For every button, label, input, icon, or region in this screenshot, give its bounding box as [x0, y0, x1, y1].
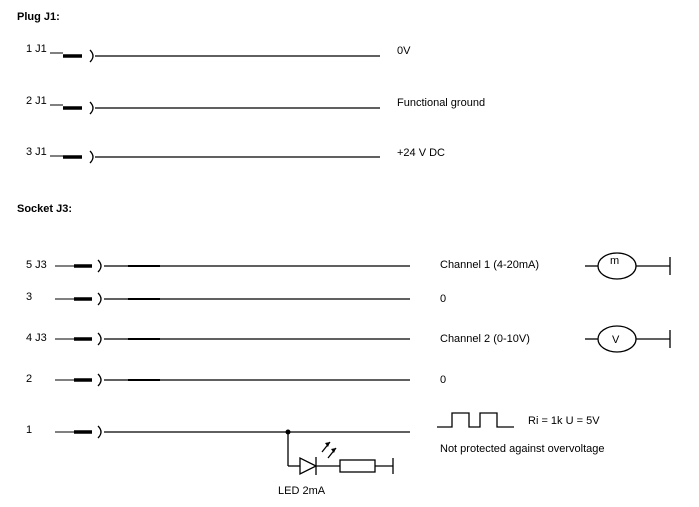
connector-contact: [97, 373, 102, 387]
led-label: LED 2mA: [278, 485, 326, 497]
signal-label: Channel 1 (4-20mA): [440, 259, 539, 271]
signal-label: 0: [440, 374, 446, 386]
connector-contact: [89, 49, 94, 63]
pin-label: 2 J1: [26, 95, 47, 107]
signal-label: Channel 2 (0-10V): [440, 333, 530, 345]
pulse-note: Not protected against overvoltage: [440, 443, 605, 455]
signal-label: +24 V DC: [397, 147, 445, 159]
pulse-waveform: Ri = 1k U = 5V Not protected against ove…: [437, 412, 605, 455]
connector-contact: [97, 425, 102, 439]
socket-j3-pin-3: 3 0: [26, 291, 446, 306]
pin-label: 3: [26, 291, 32, 303]
socket-j3-pin-2: 2 0: [26, 373, 446, 387]
socket-j3-pin-4: 4 J3 Channel 2 (0-10V): [26, 332, 530, 346]
pin-label: 1 J1: [26, 43, 47, 55]
led-circuit: LED 2mA: [278, 429, 394, 497]
connector-contact: [97, 259, 102, 273]
plug-j1-pin-3: 3 J1 +24 V DC: [26, 146, 445, 164]
socket-j3-pin-1: 1: [26, 424, 410, 439]
plug-j1-pin-2: 2 J1 Functional ground: [26, 95, 485, 115]
signal-label: Functional ground: [397, 97, 485, 109]
led-icon: [299, 456, 318, 476]
meter-v-label: V: [612, 334, 620, 346]
plug-j1-pin-1: 1 J1 0V: [26, 43, 411, 63]
pin-label: 2: [26, 373, 32, 385]
pin-label: 5 J3: [26, 259, 47, 271]
pin-label: 3 J1: [26, 146, 47, 158]
socket-j3-pin-5: 5 J3 Channel 1 (4-20mA): [26, 259, 539, 273]
pin-label: 4 J3: [26, 332, 47, 344]
connector-contact: [89, 150, 94, 164]
connector-contact: [97, 332, 102, 346]
connector-contact: [97, 292, 102, 306]
socket-j3-title: Socket J3:: [17, 203, 72, 215]
connector-contact: [89, 101, 94, 115]
signal-label: 0: [440, 293, 446, 305]
pulse-spec: Ri = 1k U = 5V: [528, 415, 600, 427]
voltage-meter: V: [585, 325, 671, 353]
plug-j1-title: Plug J1:: [17, 11, 60, 23]
meter-m-label: m: [610, 255, 619, 267]
resistor-icon: [339, 459, 376, 473]
signal-label: 0V: [397, 45, 411, 57]
current-meter: m: [585, 252, 671, 280]
pin-label: 1: [26, 424, 32, 436]
